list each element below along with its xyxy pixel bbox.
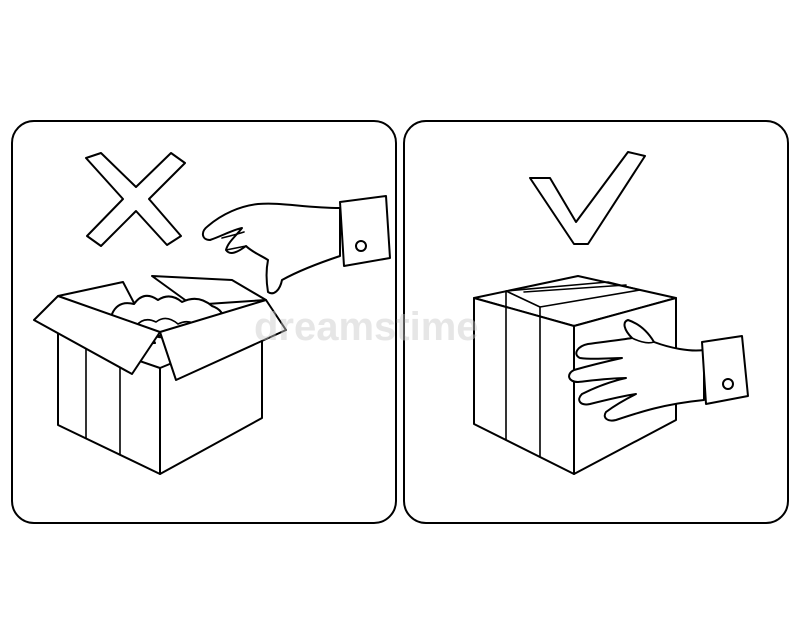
panel-wrong: [11, 120, 397, 524]
open-box: [33, 275, 287, 475]
watermark-text: dreamstime: [254, 305, 479, 349]
check-icon: [529, 151, 646, 245]
sleeve-cuff-right: [701, 335, 749, 405]
packing-tape: [505, 281, 641, 458]
holding-hand: [568, 319, 749, 422]
sleeve-cuff: [339, 195, 391, 267]
reaching-hand: [202, 195, 391, 295]
panel-right: [403, 120, 789, 524]
cross-icon: [85, 152, 186, 247]
